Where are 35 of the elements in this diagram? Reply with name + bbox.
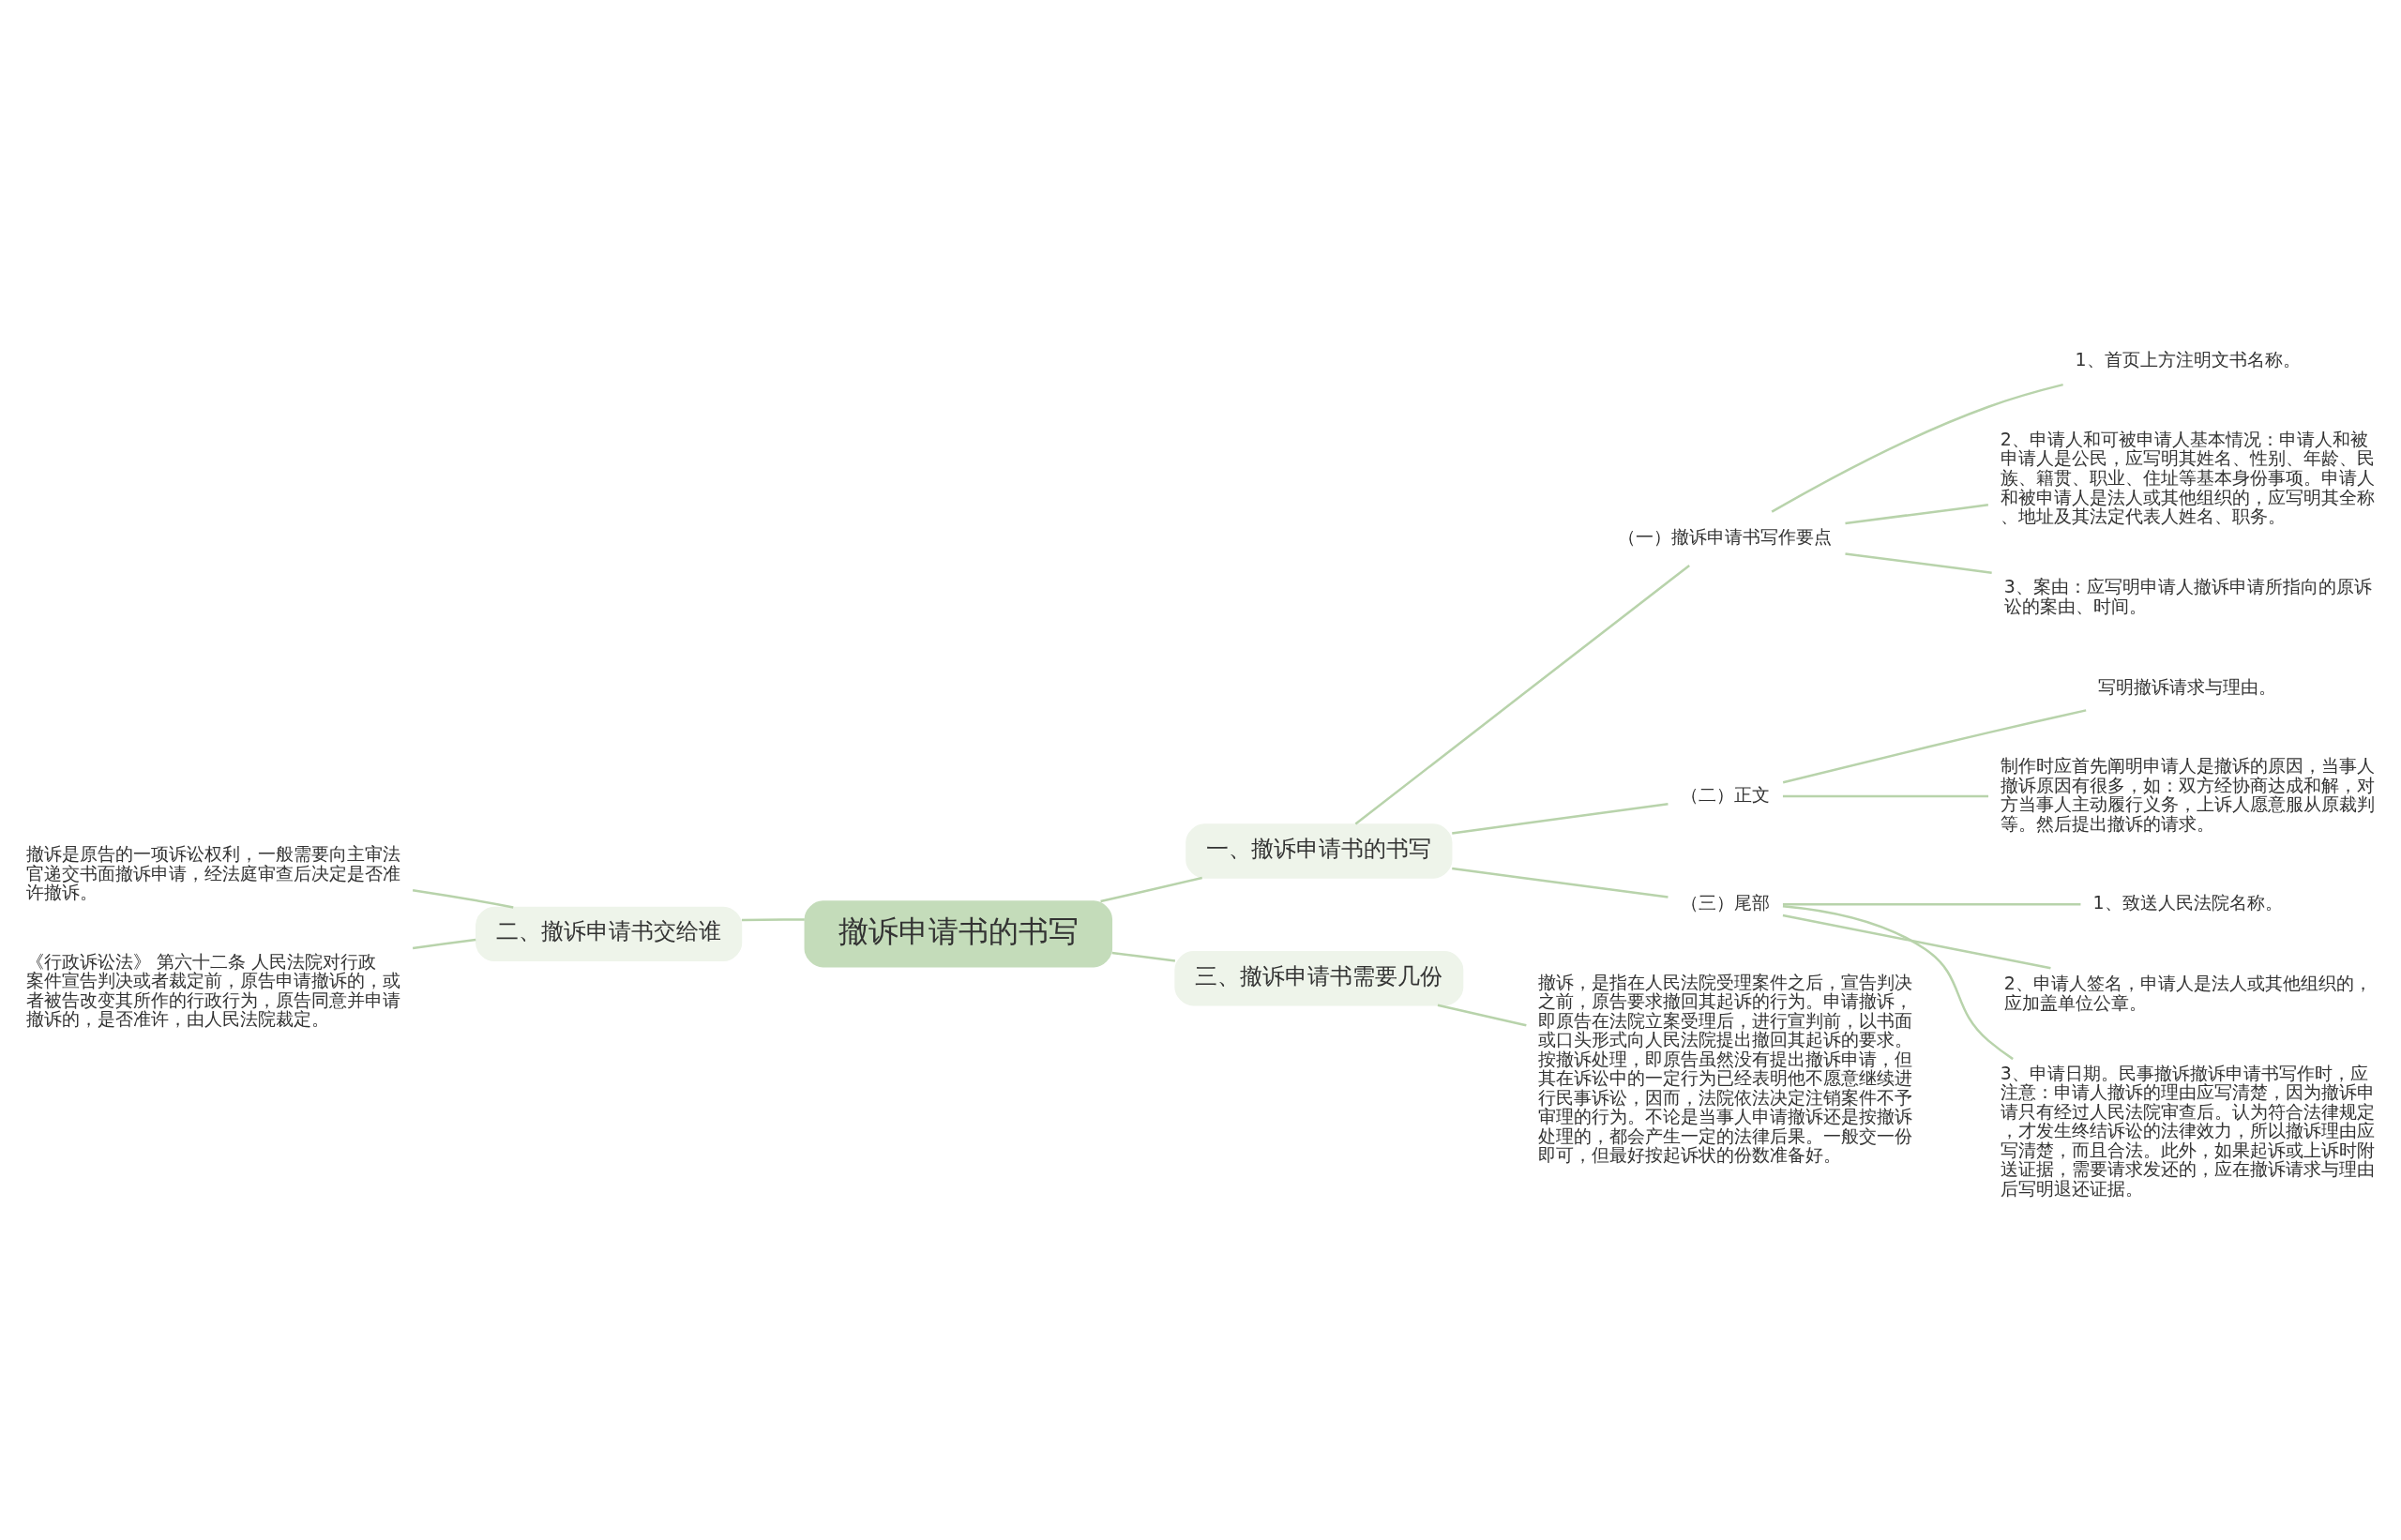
node-text: 撤诉，是指在人民法院受理案件之后，宣告判决之前，原告要求撤回其起诉的行为。申请撤诉，即原告在法院立案受理后，进行宣判前，以书面或口头形式向人民法院提出撤回其起诉的要求。按撤诉处理，即原告虽然没有提出撤诉申请，但其在诉讼中的一定行为已经表明他不愿意继续进行民事诉讼，因而，法院依法决定注销案件不予审理的行为。不论是当事人申请撤诉还是按撤诉处理的，都会产生一定的法律后果。一般交一份即可，但最好按起诉状的份数准备好。 xyxy=(1538,971,1913,1166)
node-text: （二）正文 xyxy=(1680,783,1770,805)
node-text: （一）撤诉申请书写作要点 xyxy=(1618,526,1833,548)
node-box: 撤诉申请书的书写 xyxy=(804,900,1113,968)
connector xyxy=(1845,552,1992,574)
connector xyxy=(412,938,476,950)
connector xyxy=(1782,913,2051,970)
connector xyxy=(1452,802,1669,835)
node-text: 《行政诉讼法》 第六十二条 人民法院对行政案件宣告判决或者裁定前，原告申请撤诉的，或者被告改变其所作的行政行为，原告同意并申请撤诉的，是否准许，由人民法院裁定。 xyxy=(25,950,400,1030)
connector xyxy=(1845,504,1989,525)
node-box: 三、撤诉申请书需要几份 xyxy=(1174,951,1464,1006)
connector xyxy=(1782,904,2014,1061)
node-text: 1、首页上方注明文书名称。 xyxy=(2075,348,2301,370)
node-text: 3、申请日期。民事撤诉撤诉申请书写作时，应注意：申请人撤诉的理由应写清楚，因为撤诉申请只有经过人民法院审查后。认为符合法律规定，才发生终结诉讼的法律效力，所以撤诉理由应写清楚，而且合法。此外，如果起诉或上诉时附送证据，需要请求发还的，应在撤诉请求与理由后写明退还证据。 xyxy=(2000,1062,2375,1199)
node-text: 写明撤诉请求与理由。 xyxy=(2098,675,2276,697)
node-text: 3、案由：应写明申请人撤诉申请所指向的原诉讼的案由、时间。 xyxy=(2003,576,2372,616)
connector xyxy=(1452,867,1669,898)
node-box: 二、撤诉申请书交给谁 xyxy=(475,906,743,962)
connector xyxy=(1437,1004,1527,1027)
connector xyxy=(1771,383,2063,513)
node-box: 一、撤诉申请书的书写 xyxy=(1185,823,1453,879)
connector xyxy=(741,918,805,922)
connector xyxy=(1100,876,1203,903)
node-text: 撤诉是原告的一项诉讼权利，一般需要向主审法官递交书面撤诉申请，经法庭审查后决定是否准许撤诉。 xyxy=(25,843,400,903)
node-text: 2、申请人和可被申请人基本情况：申请人和被申请人是公民，应写明其姓名、性别、年龄、民族、籍贯、职业、住址等基本身份事项。申请人和被申请人是法人或其他组织的，应写明其全称、地址及其法定代表人姓名、职务。 xyxy=(2000,428,2375,527)
connector xyxy=(1782,709,2087,784)
connector xyxy=(412,888,514,909)
node-text: 制作时应首先阐明申请人是撤诉的原因，当事人撤诉原因有很多，如：双方经协商达成和解，对方当事人主动履行义务，上诉人愿意服从原裁判等。然后提出撤诉的请求。 xyxy=(2000,755,2375,834)
node-text: （三）尾部 xyxy=(1680,892,1770,913)
node-text: 2、申请人签名，申请人是法人或其他组织的，应加盖单位公章。 xyxy=(2003,973,2372,1013)
connector xyxy=(1354,564,1690,825)
connector xyxy=(1782,903,2081,906)
node-text: 1、致送人民法院名称。 xyxy=(2092,892,2283,913)
connector xyxy=(1111,951,1176,962)
connector xyxy=(1782,794,1989,798)
